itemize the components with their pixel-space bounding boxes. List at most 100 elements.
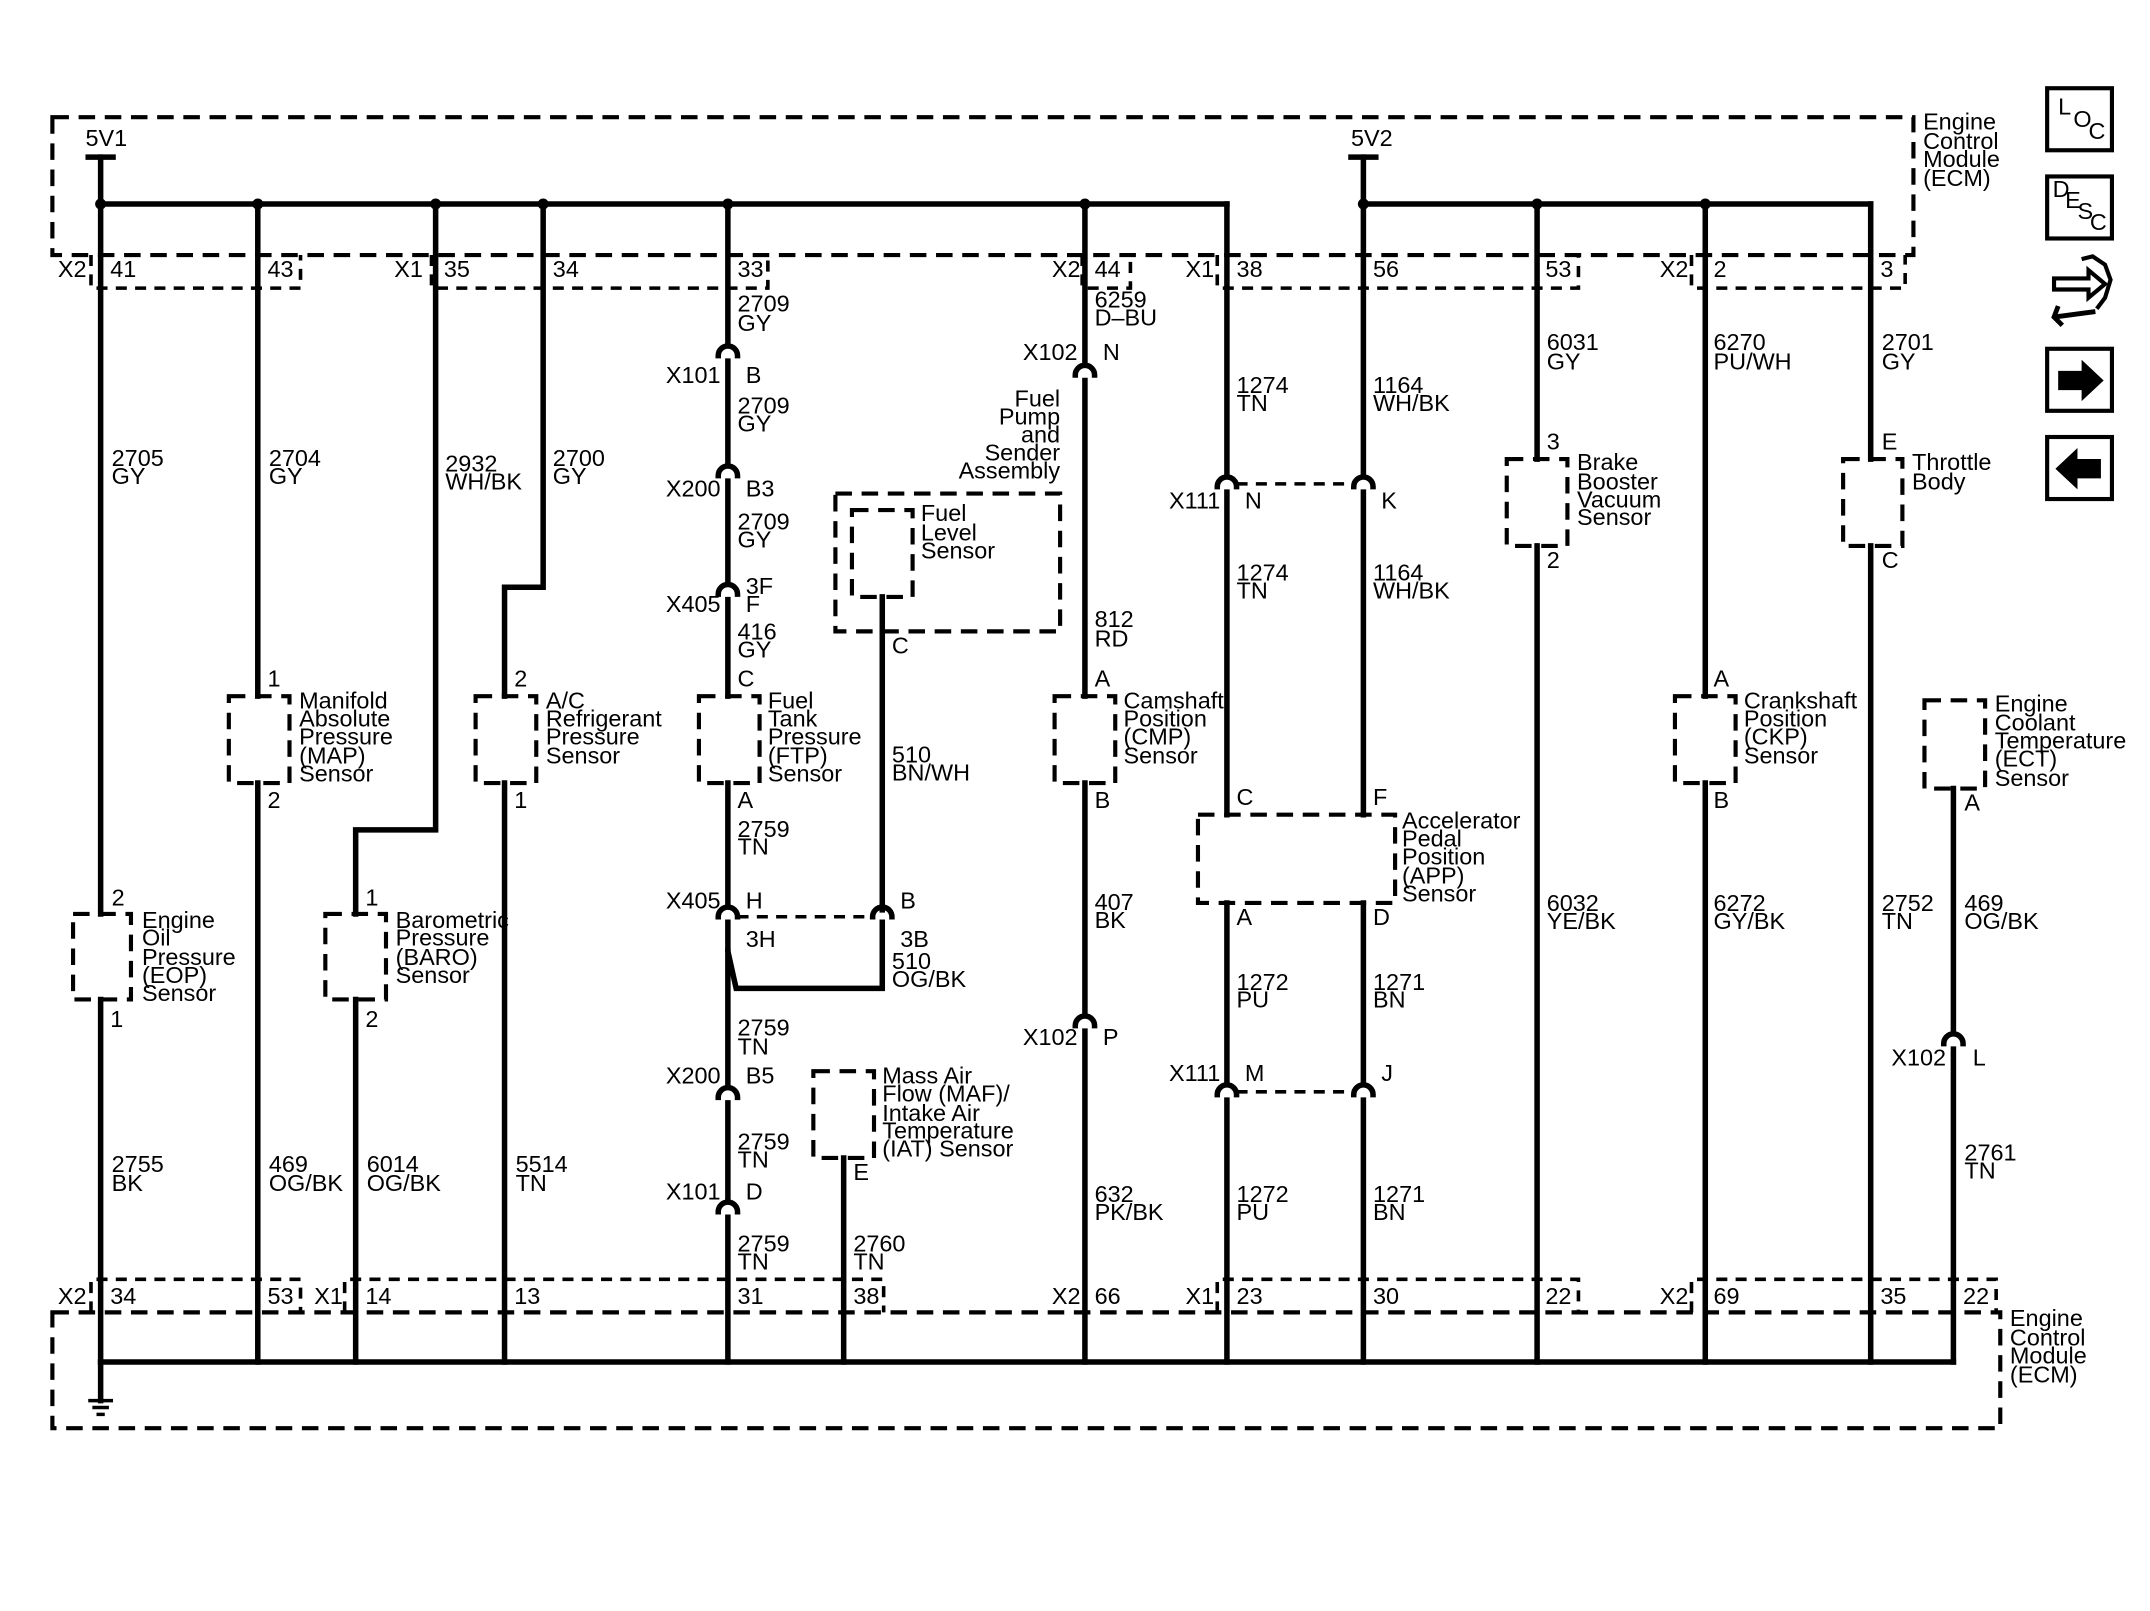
x101-bot-pin: D (746, 1178, 763, 1204)
nav-loc-button[interactable]: L O C (2045, 86, 2115, 153)
circuit-2709c-num: 2709 (738, 508, 790, 534)
app-label-3: Position (1402, 843, 1485, 869)
arrow-left-button[interactable] (2045, 434, 2115, 502)
bottom-pin-30: 30 (1373, 1283, 1399, 1309)
ftp-pin-bottom: A (738, 787, 754, 813)
x405-mid-pin-h: H (746, 887, 763, 913)
circuit-2760-num: 2760 (853, 1231, 905, 1257)
ecm-bottom-module: Engine Control Module (ECM) (50, 1305, 2087, 1431)
cmp-label-2: Position (1124, 705, 1207, 731)
bottom-x2-mid: X2 (1052, 1283, 1081, 1309)
branch-ect: Engine Coolant Temperature (ECT) Sensor … (1891, 690, 2126, 1365)
circuit-510a-num: 510 (892, 741, 931, 767)
circuit-2759b-num: 2759 (738, 1014, 790, 1040)
x200-bot-label: X200 (666, 1063, 721, 1089)
circuit-2759a-color: TN (738, 834, 769, 860)
branch-eop: 2705 GY 2 1 Engine Oil Pressure (EOP) Se… (70, 201, 236, 1365)
maf-pin: E (853, 1159, 869, 1185)
x405-mid-pin-3h: 3H (746, 926, 776, 952)
nav-desc-button[interactable]: D E S C (2045, 174, 2115, 241)
circuit-2709a-color: GY (738, 310, 772, 336)
ckp-label-4: Sensor (1744, 743, 1818, 769)
branch-cmp: 6259 D–BU X102 N Fuel Pump and Sender As… (959, 201, 1224, 1365)
circuit-1164b-color: WH/BK (1373, 577, 1450, 603)
circuit-416-num: 416 (738, 619, 777, 645)
ftp-label-5: Sensor (768, 761, 842, 787)
supply-5v2: 5V2 (1348, 125, 1874, 207)
ac-label-1: A/C (546, 688, 585, 714)
connector-tool-icon[interactable] (2051, 254, 2113, 328)
circuit-2759c-color: TN (738, 1147, 769, 1173)
nav-desc-letter-3: S (2077, 198, 2093, 224)
top-x2-left: X2 (58, 256, 87, 282)
nav-desc-letter-1: D (2053, 176, 2070, 202)
ground-icon (88, 1398, 114, 1417)
x102-top-pin: N (1103, 339, 1120, 365)
throttle-body-box (1841, 456, 1905, 548)
x111-top-pin-n: N (1245, 488, 1262, 514)
circuit-1274b-num: 1274 (1237, 559, 1289, 585)
bottom-pin-23: 23 (1237, 1283, 1263, 1309)
circuit-2755-num: 2755 (112, 1151, 164, 1177)
top-pin-2: 2 (1714, 256, 1727, 282)
bottom-pin-14: 14 (365, 1283, 391, 1309)
ftp-sensor-box (696, 694, 762, 786)
x111-bot-pin-m: M (1245, 1060, 1265, 1086)
circuit-2701-num: 2701 (1882, 329, 1934, 355)
ckp-sensor-box (1672, 694, 1738, 786)
top-pin-33: 33 (738, 256, 764, 282)
arrow-right-button[interactable] (2045, 346, 2115, 413)
circuit-6031-color: GY (1547, 348, 1581, 374)
branch-fuel-level: Fuel Level Sensor C 510 BN/WH B 3B 510 O… (833, 491, 1063, 992)
app-pin-d: D (1373, 904, 1390, 930)
baro-sensor-box (323, 911, 389, 1002)
eop-sensor-box (70, 911, 134, 1002)
x405-top-pin2: F (746, 591, 760, 617)
throttle-pin-top: E (1882, 428, 1898, 454)
circuit-632-color: PK/BK (1095, 1199, 1164, 1225)
circuit-1164b-num: 1164 (1373, 559, 1423, 585)
brake-label-3: Vacuum (1577, 486, 1661, 512)
ect-label-1: Engine (1995, 690, 2068, 716)
map-label-3: Pressure (299, 723, 393, 749)
circuit-2761-color: TN (1964, 1158, 1995, 1184)
ecm-top-label-1: Engine (1923, 109, 1996, 135)
baro-pin-top: 1 (365, 885, 378, 911)
brake-label-2: Booster (1577, 468, 1658, 494)
circuit-416-color: GY (738, 637, 772, 663)
fuel-pump-label-5: Assembly (959, 457, 1061, 483)
circuit-2752-color: TN (1882, 908, 1913, 934)
fuel-level-label-1: Fuel (921, 500, 967, 526)
eop-label-2: Oil (142, 925, 171, 951)
circuit-1271a-color: BN (1373, 987, 1406, 1013)
x111-bot-label: X111 (1169, 1060, 1220, 1086)
ftp-label-3: Pressure (768, 723, 862, 749)
maf-label-5: (IAT) Sensor (882, 1136, 1013, 1162)
circuit-1271a-num: 1271 (1373, 969, 1425, 995)
circuit-6014-color: OG/BK (367, 1170, 442, 1196)
ckp-label-1: Crankshaft (1744, 688, 1858, 714)
bottom-x2-right: X2 (1660, 1283, 1689, 1309)
x101-bot-label: X101 (666, 1178, 721, 1204)
circuit-2709b-num: 2709 (738, 393, 790, 419)
bottom-pin-22a: 22 (1545, 1283, 1571, 1309)
map-label-1: Manifold (299, 688, 388, 714)
bottom-pin-13: 13 (514, 1283, 540, 1309)
circuit-6032-num: 6032 (1547, 890, 1599, 916)
fuel-level-label-3: Sensor (921, 537, 995, 563)
circuit-407-color: BK (1095, 907, 1127, 933)
circuit-2759d-num: 2759 (738, 1231, 790, 1257)
ect-sensor-box (1922, 698, 1988, 791)
x102-bot-label: X102 (1023, 1024, 1078, 1050)
ac-pin-top: 2 (514, 666, 527, 692)
ftp-pin-top: C (738, 666, 755, 692)
circuit-6031-num: 6031 (1547, 329, 1599, 355)
app-label-5: Sensor (1402, 881, 1476, 907)
top-x1-mid: X1 (1186, 256, 1215, 282)
maf-label-3: Intake Air (882, 1100, 980, 1126)
circuit-2759b-color: TN (738, 1034, 769, 1060)
nav-desc-letter-2: E (2065, 187, 2081, 213)
circuit-469b-color: OG/BK (1964, 908, 2039, 934)
supply-5v1: 5V1 (85, 125, 1230, 207)
